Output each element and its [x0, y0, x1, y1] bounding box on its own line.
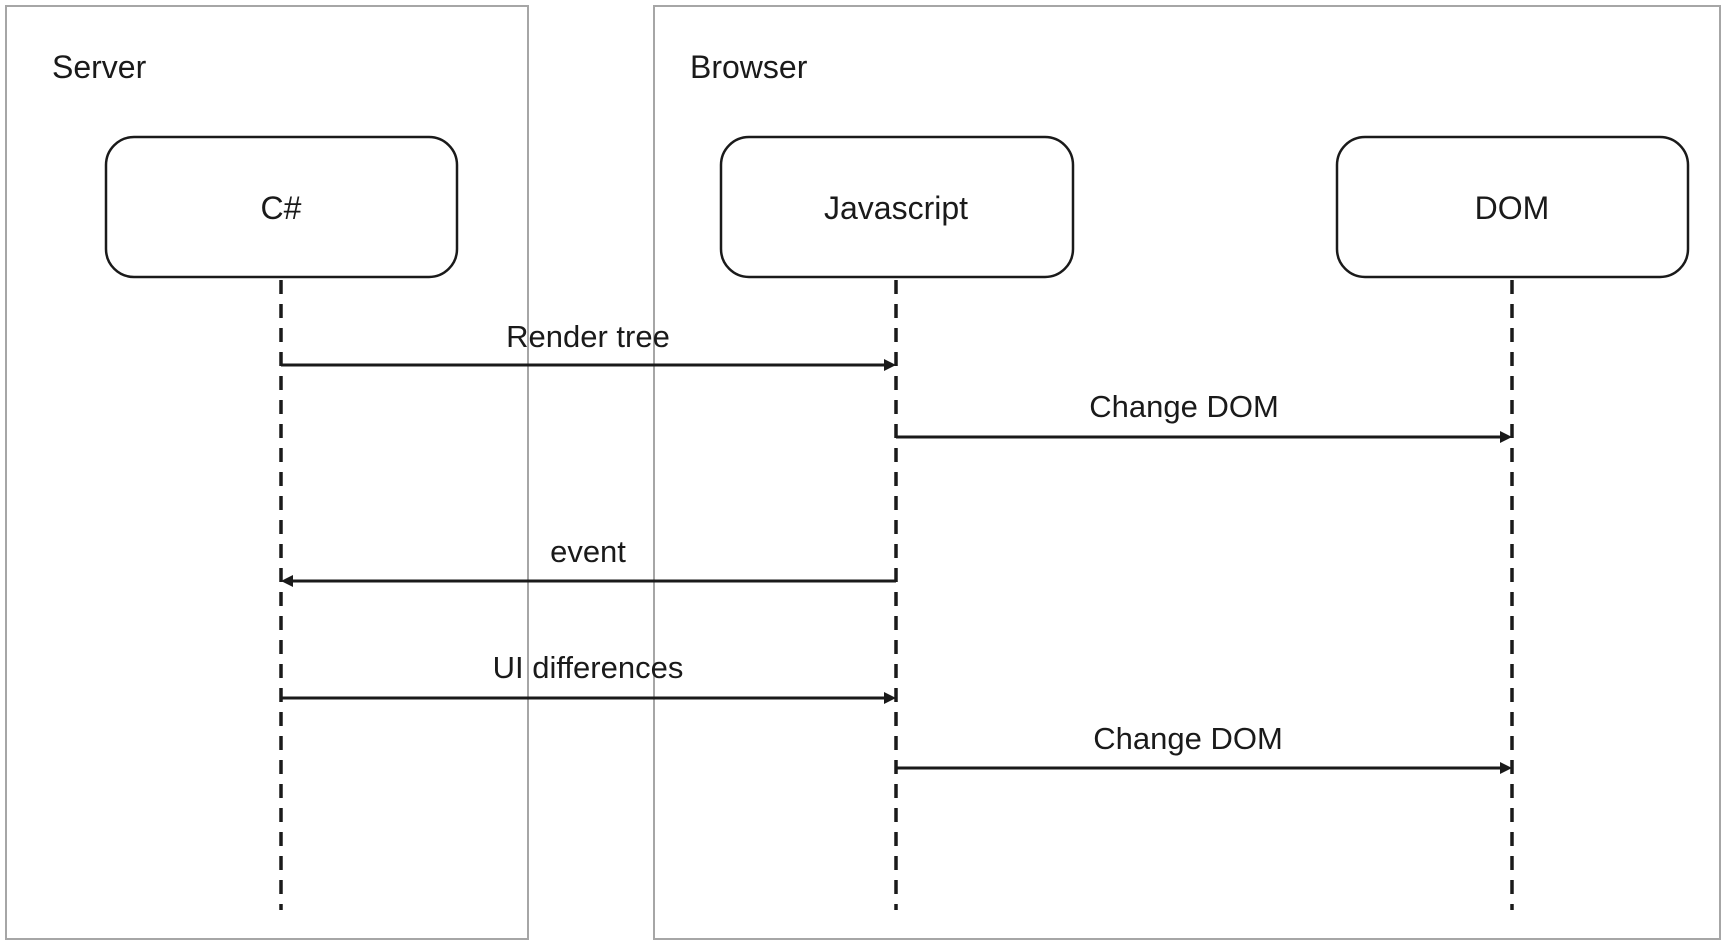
message-change-dom-1-arrowhead [1500, 431, 1512, 443]
message-change-dom-2-label: Change DOM [1093, 721, 1283, 756]
participant-javascript-box [719, 135, 1075, 279]
participant-javascript: Javascript [719, 135, 1075, 279]
participant-dom-box [1335, 135, 1690, 279]
server-frame-label: Server [52, 49, 147, 85]
participant-csharp-label: C# [261, 190, 302, 226]
participant-dom: DOM [1335, 135, 1690, 279]
message-event-arrowhead [281, 575, 293, 587]
message-ui-differences: UI differences [281, 650, 896, 704]
participant-javascript-label: Javascript [824, 190, 968, 226]
message-change-dom-1-label: Change DOM [1089, 389, 1279, 424]
message-render-tree-label: Render tree [506, 319, 670, 354]
message-render-tree: Render tree [281, 319, 896, 371]
message-event-label: event [550, 534, 626, 569]
browser-frame-label: Browser [690, 49, 808, 85]
message-change-dom-2-arrowhead [1500, 762, 1512, 774]
participant-csharp-box [104, 135, 459, 279]
message-change-dom-1: Change DOM [896, 389, 1512, 443]
message-ui-differences-label: UI differences [493, 650, 684, 685]
message-event: event [281, 534, 896, 587]
message-render-tree-arrowhead [884, 359, 896, 371]
message-change-dom-2: Change DOM [896, 721, 1512, 774]
participant-csharp: C# [104, 135, 459, 279]
message-ui-differences-arrowhead [884, 692, 896, 704]
participant-dom-label: DOM [1475, 190, 1550, 226]
